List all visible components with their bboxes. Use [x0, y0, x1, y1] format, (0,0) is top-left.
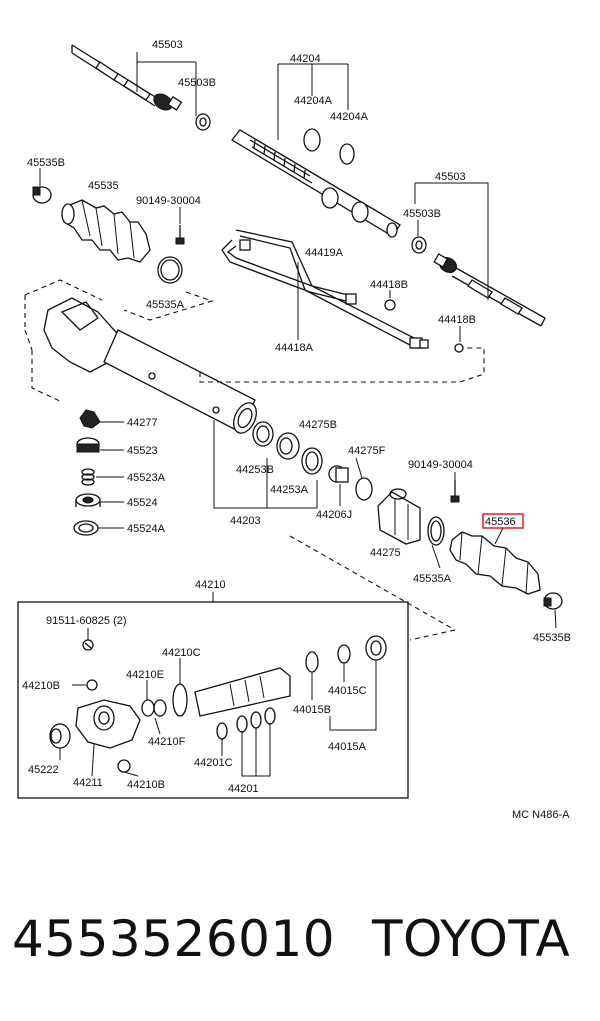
label-44204a: 44204A [330, 111, 369, 123]
part-labels: 45503 45503B 44204 44204A 44204A 45535B … [22, 39, 571, 821]
label-45222: 45222 [28, 764, 59, 776]
o-ring-set-44201 [216, 707, 276, 740]
rack-bar [231, 129, 401, 238]
label-45503b: 45503B [403, 208, 441, 220]
clamp-45535a-left [157, 256, 183, 284]
clamp-45535b-right [543, 592, 563, 610]
label-44275f: 44275F [348, 445, 386, 457]
label-44418b: 44418B [438, 314, 476, 326]
label-44418b: 44418B [370, 279, 408, 291]
label-44201c: 44201C [194, 757, 233, 769]
rack-seal-rings [303, 128, 355, 165]
ring-44210c [172, 683, 188, 717]
label-45523a: 45523A [127, 472, 166, 484]
plug-45222 [49, 723, 71, 749]
brand-name: TOYOTA [372, 910, 571, 968]
label-44210: 44210 [195, 579, 226, 591]
nut-45524a [73, 520, 99, 536]
label-44419a: 44419A [305, 247, 344, 259]
label-44275b: 44275B [299, 419, 337, 431]
label-44210c: 44210C [162, 647, 201, 659]
boot-left [61, 199, 151, 263]
lock-washer-45503b-right [411, 236, 427, 254]
label-44015b: 44015B [293, 704, 331, 716]
label-44210b: 44210B [127, 779, 165, 791]
label-44275: 44275 [370, 547, 401, 559]
label-44211: 44211 [73, 777, 103, 789]
seal-44210b-bottom [117, 759, 131, 773]
label-90149-30004: 90149-30004 [408, 459, 473, 471]
label-90149-30004: 90149-30004 [136, 195, 201, 207]
label-45535b: 45535B [27, 157, 65, 169]
spring-45523a [81, 468, 95, 486]
label-44253b: 44253B [236, 464, 274, 476]
bushing-44253a [276, 432, 300, 460]
lock-washer-45503b-left [195, 113, 211, 131]
stopper-44206j [328, 465, 349, 483]
ring-44015c [337, 644, 351, 664]
plug-45524 [75, 493, 101, 507]
label-44204a: 44204A [294, 95, 333, 107]
rack-housing [43, 297, 257, 434]
label-45535: 45535 [88, 180, 119, 192]
label-91511-60825: 91511-60825 (2) [46, 615, 127, 627]
ring-44275b [301, 447, 323, 475]
label-45523: 45523 [127, 445, 158, 457]
label-44204: 44204 [290, 53, 321, 65]
part-45523 [76, 437, 100, 453]
label-44277: 44277 [127, 417, 158, 429]
label-44210b: 44210B [22, 680, 60, 692]
part-number: 4553526010 [12, 910, 336, 968]
tie-rod-end-left [71, 44, 183, 111]
label-44015c: 44015C [328, 685, 367, 697]
label-44210e: 44210E [126, 669, 164, 681]
pinion-housing-44211 [75, 699, 141, 749]
ring-44275f [355, 477, 373, 501]
boot-right-45536 [449, 531, 541, 595]
label-45535a: 45535A [146, 299, 185, 311]
label-44201: 44201 [228, 783, 259, 795]
fluid-line-44418a [235, 229, 429, 349]
ring-44015b [305, 651, 319, 673]
label-45503: 45503 [152, 39, 183, 51]
label-45535b: 45535B [533, 632, 571, 644]
fluid-line-44419a [221, 239, 357, 305]
label-44210f: 44210F [148, 736, 186, 748]
label-45536: 45536 [485, 516, 516, 528]
label-45503: 45503 [435, 171, 466, 183]
bolt-91511 [82, 639, 94, 651]
clamp-45535a-right [427, 516, 445, 546]
label-44206j: 44206J [316, 509, 352, 521]
bolt-90149-right [450, 480, 460, 503]
exploded-parts-diagram: 45503 45503B 44204 44204A 44204A 45535B … [17, 39, 571, 821]
o-ring-44418b-top [384, 299, 396, 311]
part-44277 [79, 409, 101, 429]
seal-44210b-top [86, 679, 98, 691]
bolt-90149-left [175, 225, 185, 245]
label-45524a: 45524A [127, 523, 166, 535]
tube-44275 [377, 488, 421, 545]
label-45535a: 45535A [413, 573, 452, 585]
seal-44253b [252, 421, 274, 447]
label-44015a: 44015A [328, 741, 367, 753]
label-45524: 45524 [127, 497, 158, 509]
label-44418a: 44418A [275, 342, 314, 354]
seal-44015a [365, 635, 387, 661]
label-44203: 44203 [230, 515, 261, 527]
clamp-45535b-left [32, 186, 52, 204]
leader-lines [39, 52, 557, 777]
seal-44210e [141, 699, 167, 717]
label-44253a: 44253A [270, 484, 309, 496]
o-ring-44418b-right [454, 343, 464, 353]
tie-rod-end-right [433, 253, 546, 327]
label-45503b: 45503B [178, 77, 216, 89]
diagram-code: MC N486-A [512, 809, 570, 821]
highlight-box [482, 513, 524, 529]
caption-line: 4553526010 TOYOTA [0, 900, 600, 990]
pinion-shaft [194, 667, 291, 717]
